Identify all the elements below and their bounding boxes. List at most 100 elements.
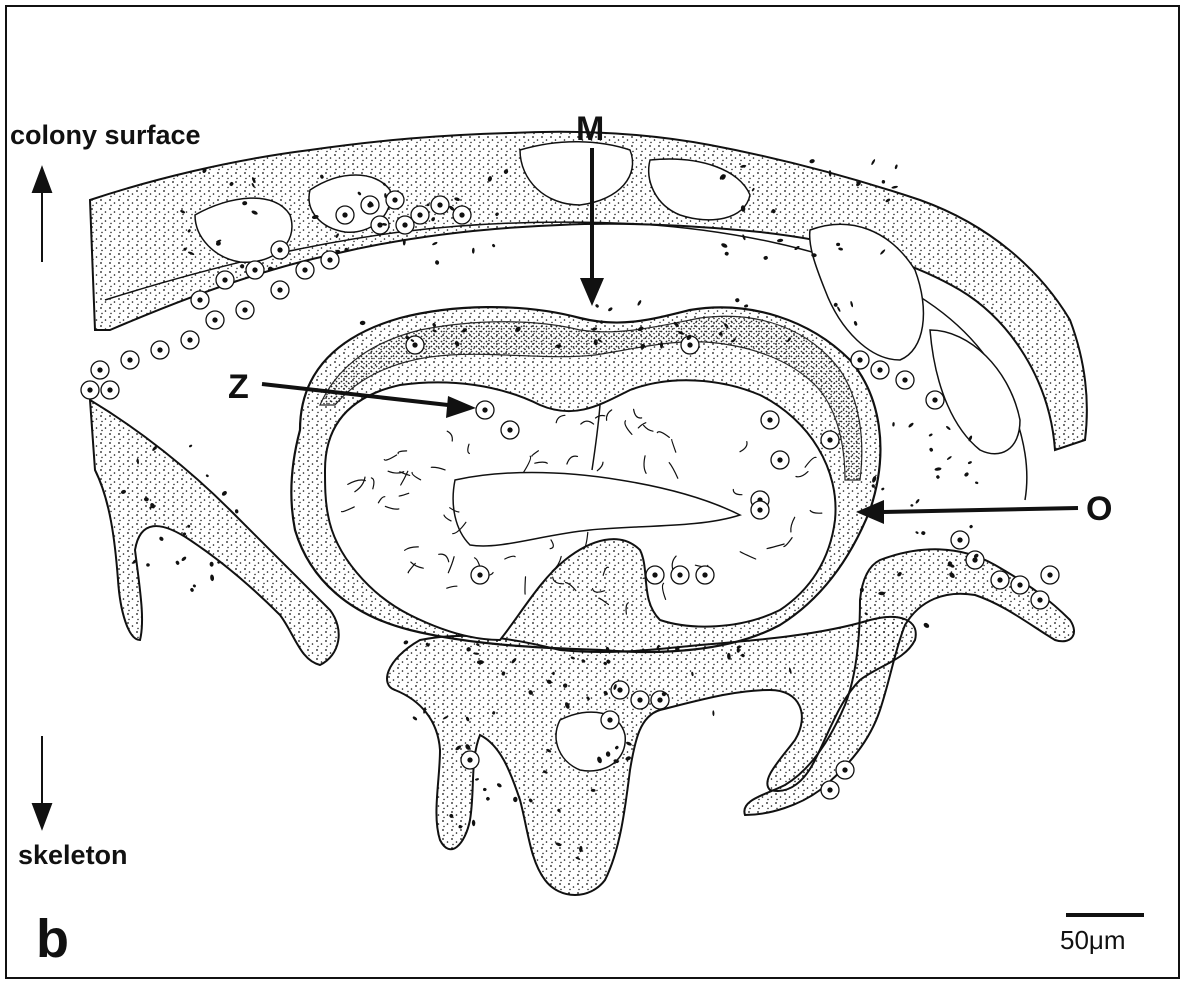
cell-nucleus [768,418,772,422]
cell-nucleus [608,718,612,722]
cell-nucleus [778,458,782,462]
nucleus-dash [595,303,600,308]
nucleus-dash [403,640,409,645]
nucleus-dash [189,444,193,448]
nucleus-dash [724,251,729,256]
cell-nucleus [303,268,307,272]
nucleus-dash [483,788,487,792]
nucleus-dash [491,243,495,247]
nucleus-dash [513,797,517,802]
nucleus-dash [964,472,970,478]
nucleus-dash [891,185,898,189]
nucleus-dash [928,433,933,437]
nucleus-dash [881,487,885,491]
cell-nucleus [1048,573,1052,577]
cell-nucleus [328,258,332,262]
cell-nucleus [278,288,282,292]
cell-nucleus [958,538,962,542]
nucleus-dash [935,475,940,480]
nucleus-dash [475,778,479,781]
nucleus-dash [235,509,239,514]
cell-nucleus [858,358,862,362]
o-arrow [856,500,1078,524]
nucleus-dash [190,587,195,592]
nucleus-dash [175,560,180,565]
nucleus-dash [412,716,418,721]
label-skeleton: skeleton [18,842,128,869]
cell-nucleus [88,388,92,392]
cell-nucleus [478,573,482,577]
cell-nucleus [998,578,1002,582]
panel-letter: b [36,912,69,966]
nucleus-dash [923,622,930,629]
cell-nucleus [483,408,487,412]
label-z: Z [228,370,249,404]
nucleus-dash [435,260,440,265]
nucleus-dash [472,820,476,827]
nucleus-dash [637,300,642,307]
scale-label: 50μm [1060,927,1126,953]
nucleus-dash [921,531,926,536]
nucleus-dash [809,158,815,163]
nucleus-dash [744,304,749,308]
canal-6 [930,330,1020,454]
cell-nucleus [828,788,832,792]
cell-nucleus [653,573,657,577]
cell-nucleus [508,428,512,432]
nucleus-dash [871,159,876,166]
cell-nucleus [128,358,132,362]
nucleus-dash [908,422,915,428]
cell-nucleus [758,508,762,512]
cell-nucleus [933,398,937,402]
nucleus-dash [221,490,228,497]
cell-nucleus [973,558,977,562]
label-o: O [1086,492,1112,526]
nucleus-dash [946,455,952,460]
nucleus-dash [929,447,934,452]
cell-nucleus [188,338,192,342]
nucleus-dash [472,248,475,254]
nucleus-dash [910,504,913,507]
nucleus-dash [735,297,741,302]
cell-nucleus [678,573,682,577]
cell-nucleus [413,343,417,347]
cell-nucleus [468,758,472,762]
nucleus-dash [209,562,213,567]
nucleus-dash [777,238,784,242]
cell-nucleus [828,438,832,442]
nucleus-dash [969,524,974,529]
cell-nucleus [1018,583,1022,587]
nucleus-dash [881,180,885,184]
cell-nucleus [198,298,202,302]
nucleus-dash [158,536,164,542]
cell-nucleus [843,768,847,772]
nucleus-dash [432,241,438,246]
nucleus-dash [763,255,768,260]
cell-nucleus [223,278,227,282]
label-colony-surface: colony surface [10,122,201,149]
nucleus-dash [187,525,190,528]
cell-nucleus [658,698,662,702]
nucleus-dash [945,425,951,430]
cell-nucleus [878,368,882,372]
surface-arrow [33,168,51,262]
cell-nucleus [253,268,257,272]
nucleus-dash [967,461,972,465]
nucleus-dash [205,474,209,478]
cell-nucleus [1038,598,1042,602]
nucleus-dash [181,556,187,562]
cell-nucleus [460,213,464,217]
nucleus-dash [721,242,729,248]
cell-nucleus [378,223,382,227]
skeleton-arrow [33,736,51,828]
cell-nucleus [438,203,442,207]
squiggle [525,577,526,594]
cell-nucleus [213,318,217,322]
nucleus-dash [146,563,150,567]
cell-nucleus [903,378,907,382]
nucleus-dash [496,782,502,788]
cell-nucleus [108,388,112,392]
nucleus-dash [892,422,895,427]
cell-nucleus [243,308,247,312]
